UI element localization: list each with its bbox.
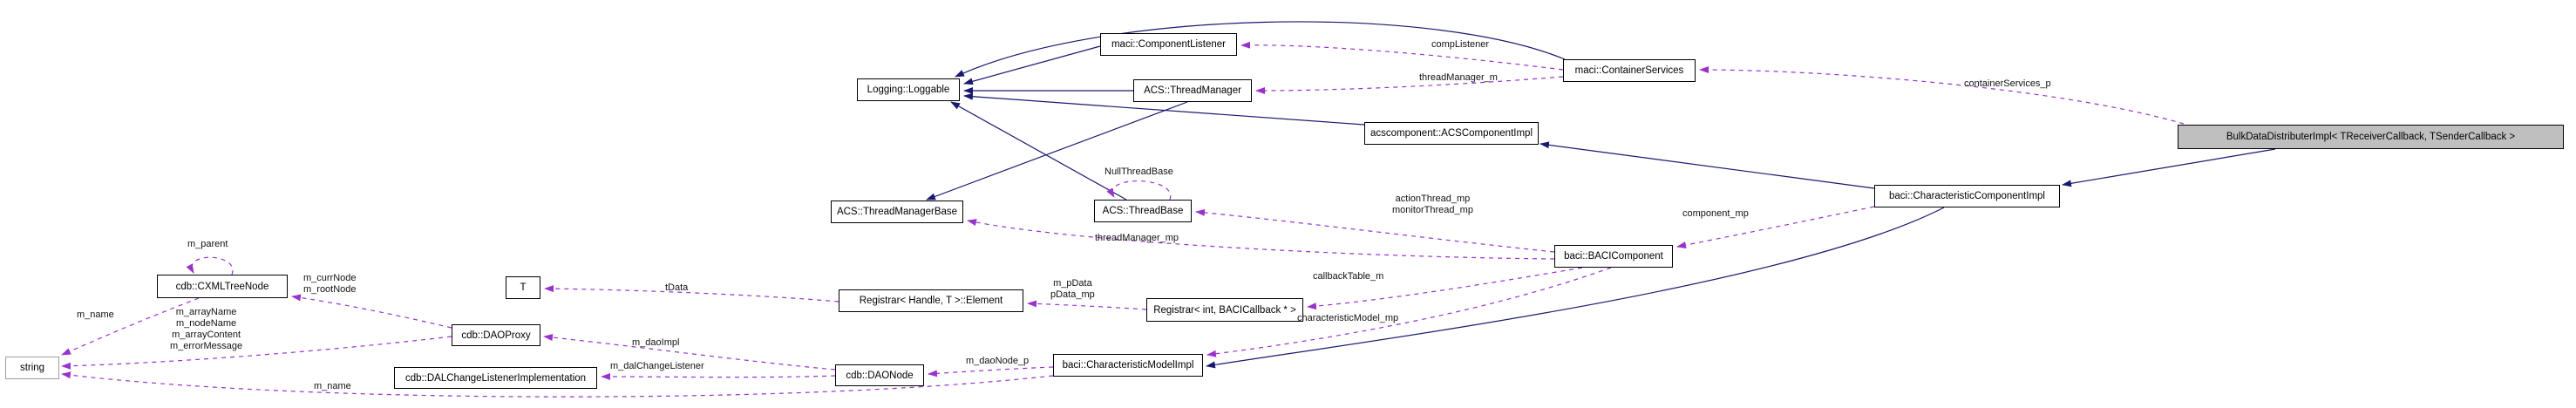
edge-label-line: m_name <box>314 381 351 391</box>
edge-acs-threadmanager--acs-threadmanagerbase-inheritance <box>926 101 1188 201</box>
edge-baci-characteristiccomponentimpl--acscomponent-acscomponentimpl-inheritance <box>1539 141 1875 189</box>
edges <box>61 21 2276 398</box>
edge-label-m-parent: m_parent <box>187 239 228 250</box>
edge-cdb-daoproxy--cdb-cxmltreenode-usage <box>291 294 452 329</box>
node-cdb-dalchangelistenerimplementation[interactable]: cdb::DALChangeListenerImplementation <box>394 367 597 389</box>
edge-acs-threadbase--logging-loggable-inheritance <box>950 101 1127 201</box>
edge-cdb-daonode--cdb-daoproxy-usage <box>543 334 836 371</box>
edge-label-m-daonode-p: m_daoNode_p <box>966 356 1029 367</box>
edge-label-line: m_pData <box>1053 278 1092 289</box>
edge-label-line: tData <box>665 282 689 293</box>
edge-registrar-int-bacicallback--registrar-handle-t-element-usage <box>1027 300 1147 310</box>
node-cdb-daonode[interactable]: cdb::DAONode <box>835 364 924 386</box>
edge-label-line: m_errorMessage <box>170 341 243 351</box>
edge-label-containerservices-p: containerServices_p <box>1964 78 2051 90</box>
edge-label-complistener: compListener <box>1431 39 1489 51</box>
edge-label-line: containerServices_p <box>1964 78 2051 89</box>
edge-maci-containerservices--maci-componentlistener-usage <box>1240 41 1564 71</box>
edge-label-tdata: tData <box>665 282 688 294</box>
edge-label-line: m_rootNode <box>303 284 357 295</box>
node-acs-threadbase[interactable]: ACS::ThreadBase <box>1094 200 1192 222</box>
node-registrar-handle-t-element[interactable]: Registrar< Handle, T >::Element <box>839 289 1023 312</box>
edge-label-line: m_dalChangeListener <box>610 361 704 371</box>
edge-label-line: m_arrayName <box>175 307 237 317</box>
edge-baci-characteristicmodelimpl--string-usage <box>61 371 1054 398</box>
edge-label-threadmanager-mp: threadManager_mp <box>1095 233 1179 244</box>
node-cdb-cxmltreenode[interactable]: cdb::CXMLTreeNode <box>157 275 288 298</box>
edge-label-line: actionThread_mp <box>1395 194 1471 204</box>
edge-label-line: m_name <box>77 309 114 320</box>
node-string: string <box>5 357 59 379</box>
edge-label-m-name-treenode: m_name <box>77 309 114 321</box>
edge-label-line: m_daoImpl <box>632 337 680 348</box>
node-acscomponent-acscomponentimpl[interactable]: acscomponent::ACSComponentImpl <box>1364 122 1539 145</box>
edge-label-line: monitorThread_mp <box>1392 205 1473 215</box>
edge-baci-bacicomponent--acs-threadbase-usage <box>1195 208 1555 253</box>
edge-label-line: pData_mp <box>1050 289 1095 300</box>
edge-label-component-mp: component_mp <box>1682 208 1749 220</box>
edge-label-m-dalchangelistener: m_dalChangeListener <box>610 361 704 372</box>
edge-label-line: characteristicModel_mp <box>1297 313 1399 323</box>
edge-label-characteristicmodel-mp: characteristicModel_mp <box>1297 313 1398 324</box>
edge-label-line: threadManager_mp <box>1095 233 1179 243</box>
edge-label-threadmanager-m: threadManager_m <box>1419 72 1498 84</box>
node-maci-containerservices[interactable]: maci::ContainerServices <box>1563 59 1696 82</box>
node-baci-characteristiccomponentimpl[interactable]: baci::CharacteristicComponentImpl <box>1874 185 2060 207</box>
edge-label-m-daoimpl: m_daoImpl <box>632 337 679 349</box>
edge-label-line: m_parent <box>187 239 228 249</box>
node-baci-bacicomponent[interactable]: baci::BACIComponent <box>1554 245 1673 268</box>
edge-bulkdatadistributerimpl--baci-characteristiccomponentimpl-inheritance <box>2062 148 2276 187</box>
edge-maci-componentlistener--logging-loggable-inheritance <box>963 45 1101 85</box>
edge-label-line: m_daoNode_p <box>966 356 1030 366</box>
edge-baci-bacicomponent--registrar-int-bacicallback-usage <box>1307 267 1583 310</box>
node-baci-characteristicmodelimpl[interactable]: baci::CharacteristicModelImpl <box>1053 354 1203 377</box>
edge-acs-threadbase--acs-threadbase-usage <box>1106 180 1172 201</box>
edge-label-line: component_mp <box>1682 208 1749 219</box>
edge-cdb-daonode--cdb-dalchangelistenerimplementation-usage <box>601 373 836 381</box>
edge-label-line: compListener <box>1431 39 1490 50</box>
node-acs-threadmanagerbase[interactable]: ACS::ThreadManagerBase <box>831 201 963 223</box>
edge-maci-containerservices--acs-threadmanager-usage <box>1255 76 1564 94</box>
edge-label-line: m_arrayContent <box>172 330 241 340</box>
edge-label-line: callbackTable_m <box>1313 271 1384 282</box>
edge-label-nullthreadbase: NullThreadBase <box>1104 167 1173 178</box>
edge-label-line: m_nodeName <box>176 318 237 329</box>
edge-label-m-name-modelimpl: m_name <box>314 381 351 392</box>
edge-label-line: m_currNode <box>303 273 357 283</box>
edge-registrar-handle-t-element--t-param-usage <box>544 285 839 303</box>
node-bulkdatadistributerimpl: BulkDataDistributerImpl< TReceiverCallba… <box>2178 125 2564 149</box>
edge-bulkdatadistributerimpl--maci-containerservices-usage <box>1699 66 2185 125</box>
node-maci-componentlistener[interactable]: maci::ComponentListener <box>1100 33 1237 56</box>
edge-cdb-cxmltreenode--cdb-cxmltreenode-usage <box>186 256 234 275</box>
edge-maci-containerservices--logging-loggable-inheritance <box>955 21 1566 78</box>
node-t-param: T <box>506 276 540 299</box>
edge-baci-bacicomponent--baci-characteristicmodelimpl-usage <box>1206 267 1612 357</box>
edge-label-line: NullThreadBase <box>1104 167 1173 177</box>
node-registrar-int-bacicallback[interactable]: Registrar< int, BACICallback * > <box>1146 298 1303 322</box>
edge-cdb-cxmltreenode--string-usage <box>61 297 200 356</box>
node-logging-loggable[interactable]: Logging::Loggable <box>857 78 960 101</box>
edge-label-callbacktable-m: callbackTable_m <box>1313 271 1383 282</box>
edge-label-line: threadManager_m <box>1419 72 1498 83</box>
node-cdb-daoproxy[interactable]: cdb::DAOProxy <box>452 324 540 346</box>
edge-baci-characteristiccomponentimpl--baci-characteristicmodelimpl-inheritance <box>1206 207 1945 369</box>
node-acs-threadmanager[interactable]: ACS::ThreadManager <box>1133 79 1252 102</box>
edge-cdb-daoproxy--string-usage <box>61 336 452 370</box>
edge-baci-characteristicmodelimpl--cdb-daonode-usage <box>928 366 1054 377</box>
edge-baci-bacicomponent--acs-threadmanagerbase-usage <box>967 219 1555 260</box>
